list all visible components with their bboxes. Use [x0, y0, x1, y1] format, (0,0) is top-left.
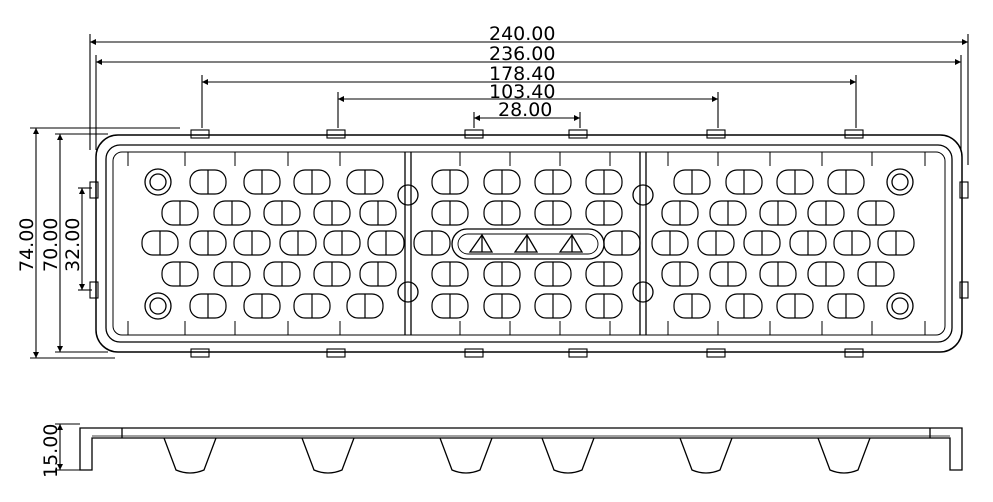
dim-text-middle-slot-spacing: 103.40 — [489, 81, 555, 103]
screw-boss-top-right — [886, 168, 914, 196]
divider-post — [632, 281, 654, 303]
divider-post — [397, 184, 419, 206]
edge-tabs — [89, 129, 969, 358]
edge-tab — [568, 348, 588, 358]
ventilation-slots — [141, 169, 915, 319]
edge-tab — [464, 348, 484, 358]
inner-ribs — [127, 152, 926, 335]
top-view — [95, 134, 963, 353]
edge-tab — [706, 129, 726, 139]
support-leg — [301, 437, 355, 474]
inner-frame — [105, 144, 953, 343]
horizontal-dimensions — [89, 34, 969, 165]
edge-tab — [190, 348, 210, 358]
divider-post — [397, 281, 419, 303]
screw-boss-top-left — [144, 168, 172, 196]
arrow-marking — [558, 233, 584, 253]
side-tab — [89, 281, 99, 299]
dim-text-center-slot-spacing: 28.00 — [498, 99, 552, 121]
outer-frame — [95, 134, 963, 353]
edge-tab — [844, 348, 864, 358]
support-leg — [541, 437, 595, 474]
edge-tab — [464, 129, 484, 139]
vertical-dimensions — [30, 127, 180, 471]
side-tab — [959, 281, 969, 299]
dim-text-center-width: 32.00 — [62, 218, 84, 272]
edge-tab — [326, 348, 346, 358]
support-leg — [439, 437, 493, 474]
edge-tab — [568, 129, 588, 139]
divider-post — [632, 184, 654, 206]
side-tab — [959, 181, 969, 199]
side-view-legs — [163, 437, 871, 474]
dim-text-inner-length: 236.00 — [489, 43, 555, 65]
side-view-top-plate — [79, 427, 963, 471]
edge-tab — [706, 348, 726, 358]
side-tab — [89, 181, 99, 199]
support-leg — [679, 437, 733, 474]
edge-tab — [844, 129, 864, 139]
arrow-marking — [468, 233, 494, 253]
dim-text-inner-width: 70.00 — [40, 218, 62, 272]
arrow-marking — [513, 233, 539, 253]
dim-text-outer-slot-spacing: 178.40 — [489, 63, 555, 85]
edge-tab — [190, 129, 210, 139]
side-view — [79, 427, 963, 471]
center-oval — [451, 228, 605, 260]
edge-tab — [326, 129, 346, 139]
dim-text-overall-length: 240.00 — [489, 23, 555, 45]
screw-boss-bottom-right — [886, 292, 914, 320]
support-leg — [163, 437, 217, 474]
dim-text-height: 15.00 — [40, 424, 62, 478]
dim-text-overall-width: 74.00 — [16, 218, 38, 272]
inner-rim — [112, 151, 946, 336]
screw-boss-bottom-left — [144, 292, 172, 320]
support-leg — [817, 437, 871, 474]
